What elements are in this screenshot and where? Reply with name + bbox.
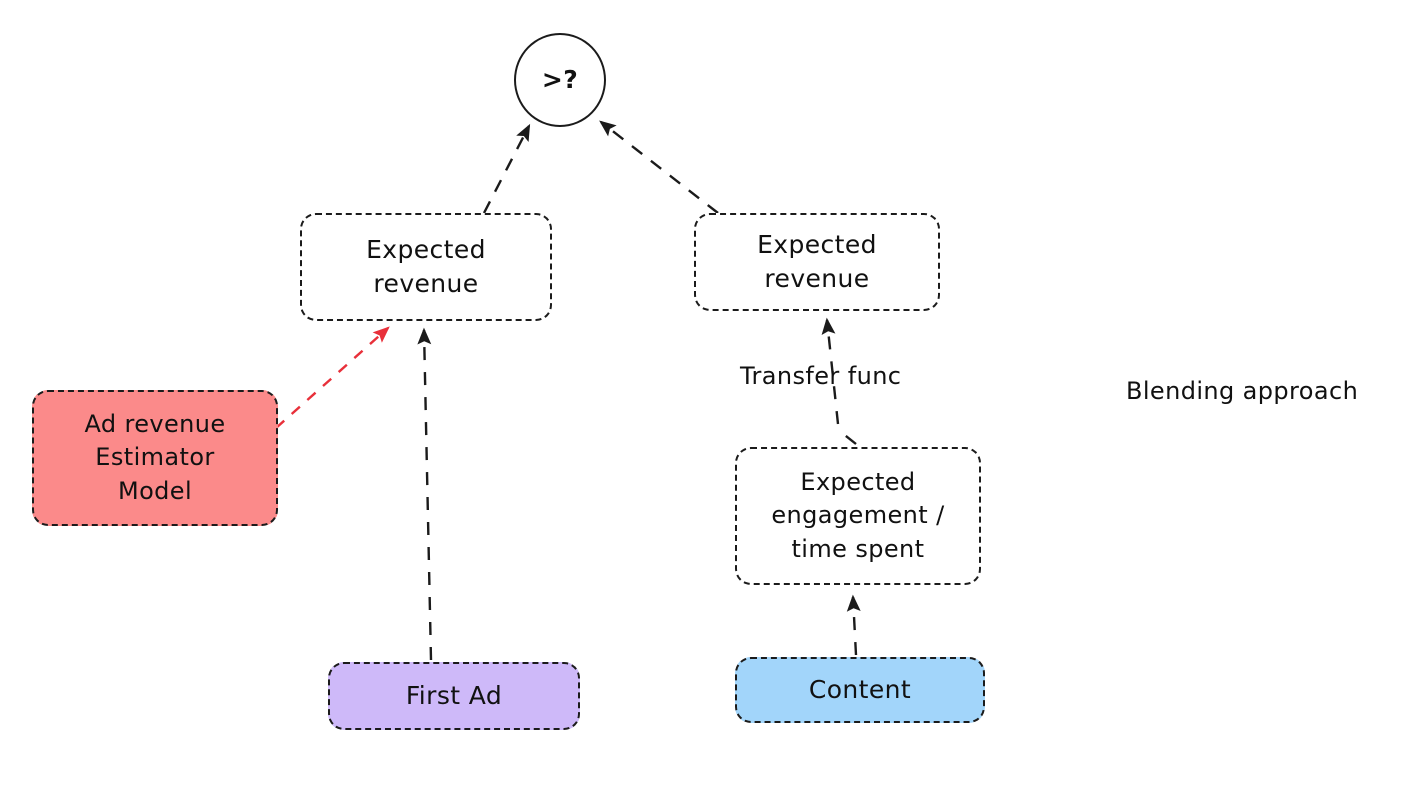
edge-engagement-to-right-rev (840, 431, 857, 445)
edge-left-rev-to-compare (482, 123, 531, 214)
node-content[interactable]: Content (735, 657, 985, 723)
diagram-title-blending-approach: Blending approach (1126, 377, 1359, 405)
edge-first-ad-to-left-rev (417, 327, 433, 661)
node-compare-operator[interactable]: >? (514, 33, 606, 127)
node-content-label: Content (808, 674, 912, 704)
node-compare-operator-label: >? (541, 64, 579, 94)
edge-content-to-engagement (846, 594, 861, 656)
node-first-ad[interactable]: First Ad (328, 662, 580, 730)
edge-label-transfer-func: Transfer func (740, 362, 902, 390)
edge-right-rev-to-compare (599, 120, 719, 214)
node-first-ad-label: First Ad (405, 680, 503, 710)
edge-model-to-left-rev (275, 326, 390, 429)
